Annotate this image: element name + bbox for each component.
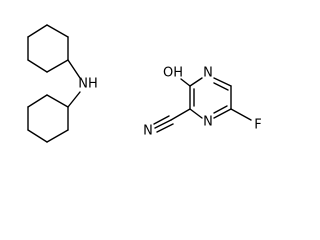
- dicyclohexylamine: NH: [27, 24, 98, 143]
- hydroxyl-label: OH: [163, 66, 183, 81]
- nitrile-triple-bond: [153, 115, 174, 133]
- ring-nitrogen-top-label: N: [203, 66, 213, 81]
- nitrile-nitrogen-label: N: [143, 124, 153, 139]
- fluorine-label: F: [254, 118, 261, 133]
- cyclohexane-ring-bottom: [27, 94, 69, 143]
- c-cn-bond: [170, 108, 191, 121]
- c-n-bond-top: [67, 59, 81, 79]
- c-f-bond: [230, 108, 252, 121]
- cyclohexane-ring-top: [27, 24, 69, 73]
- chemical-structure-diagram: NH OH N N N F: [27, 24, 262, 143]
- amine-nitrogen-label: NH: [78, 77, 98, 92]
- fluoro-hydroxypyrazine-carbonitrile: OH N N N F: [143, 66, 262, 139]
- ring-nitrogen-bottom-label: N: [203, 115, 213, 130]
- c-n-bond-bottom: [67, 91, 81, 108]
- c-oh-bond: [180, 78, 191, 87]
- pyrazine-ring: [189, 77, 232, 119]
